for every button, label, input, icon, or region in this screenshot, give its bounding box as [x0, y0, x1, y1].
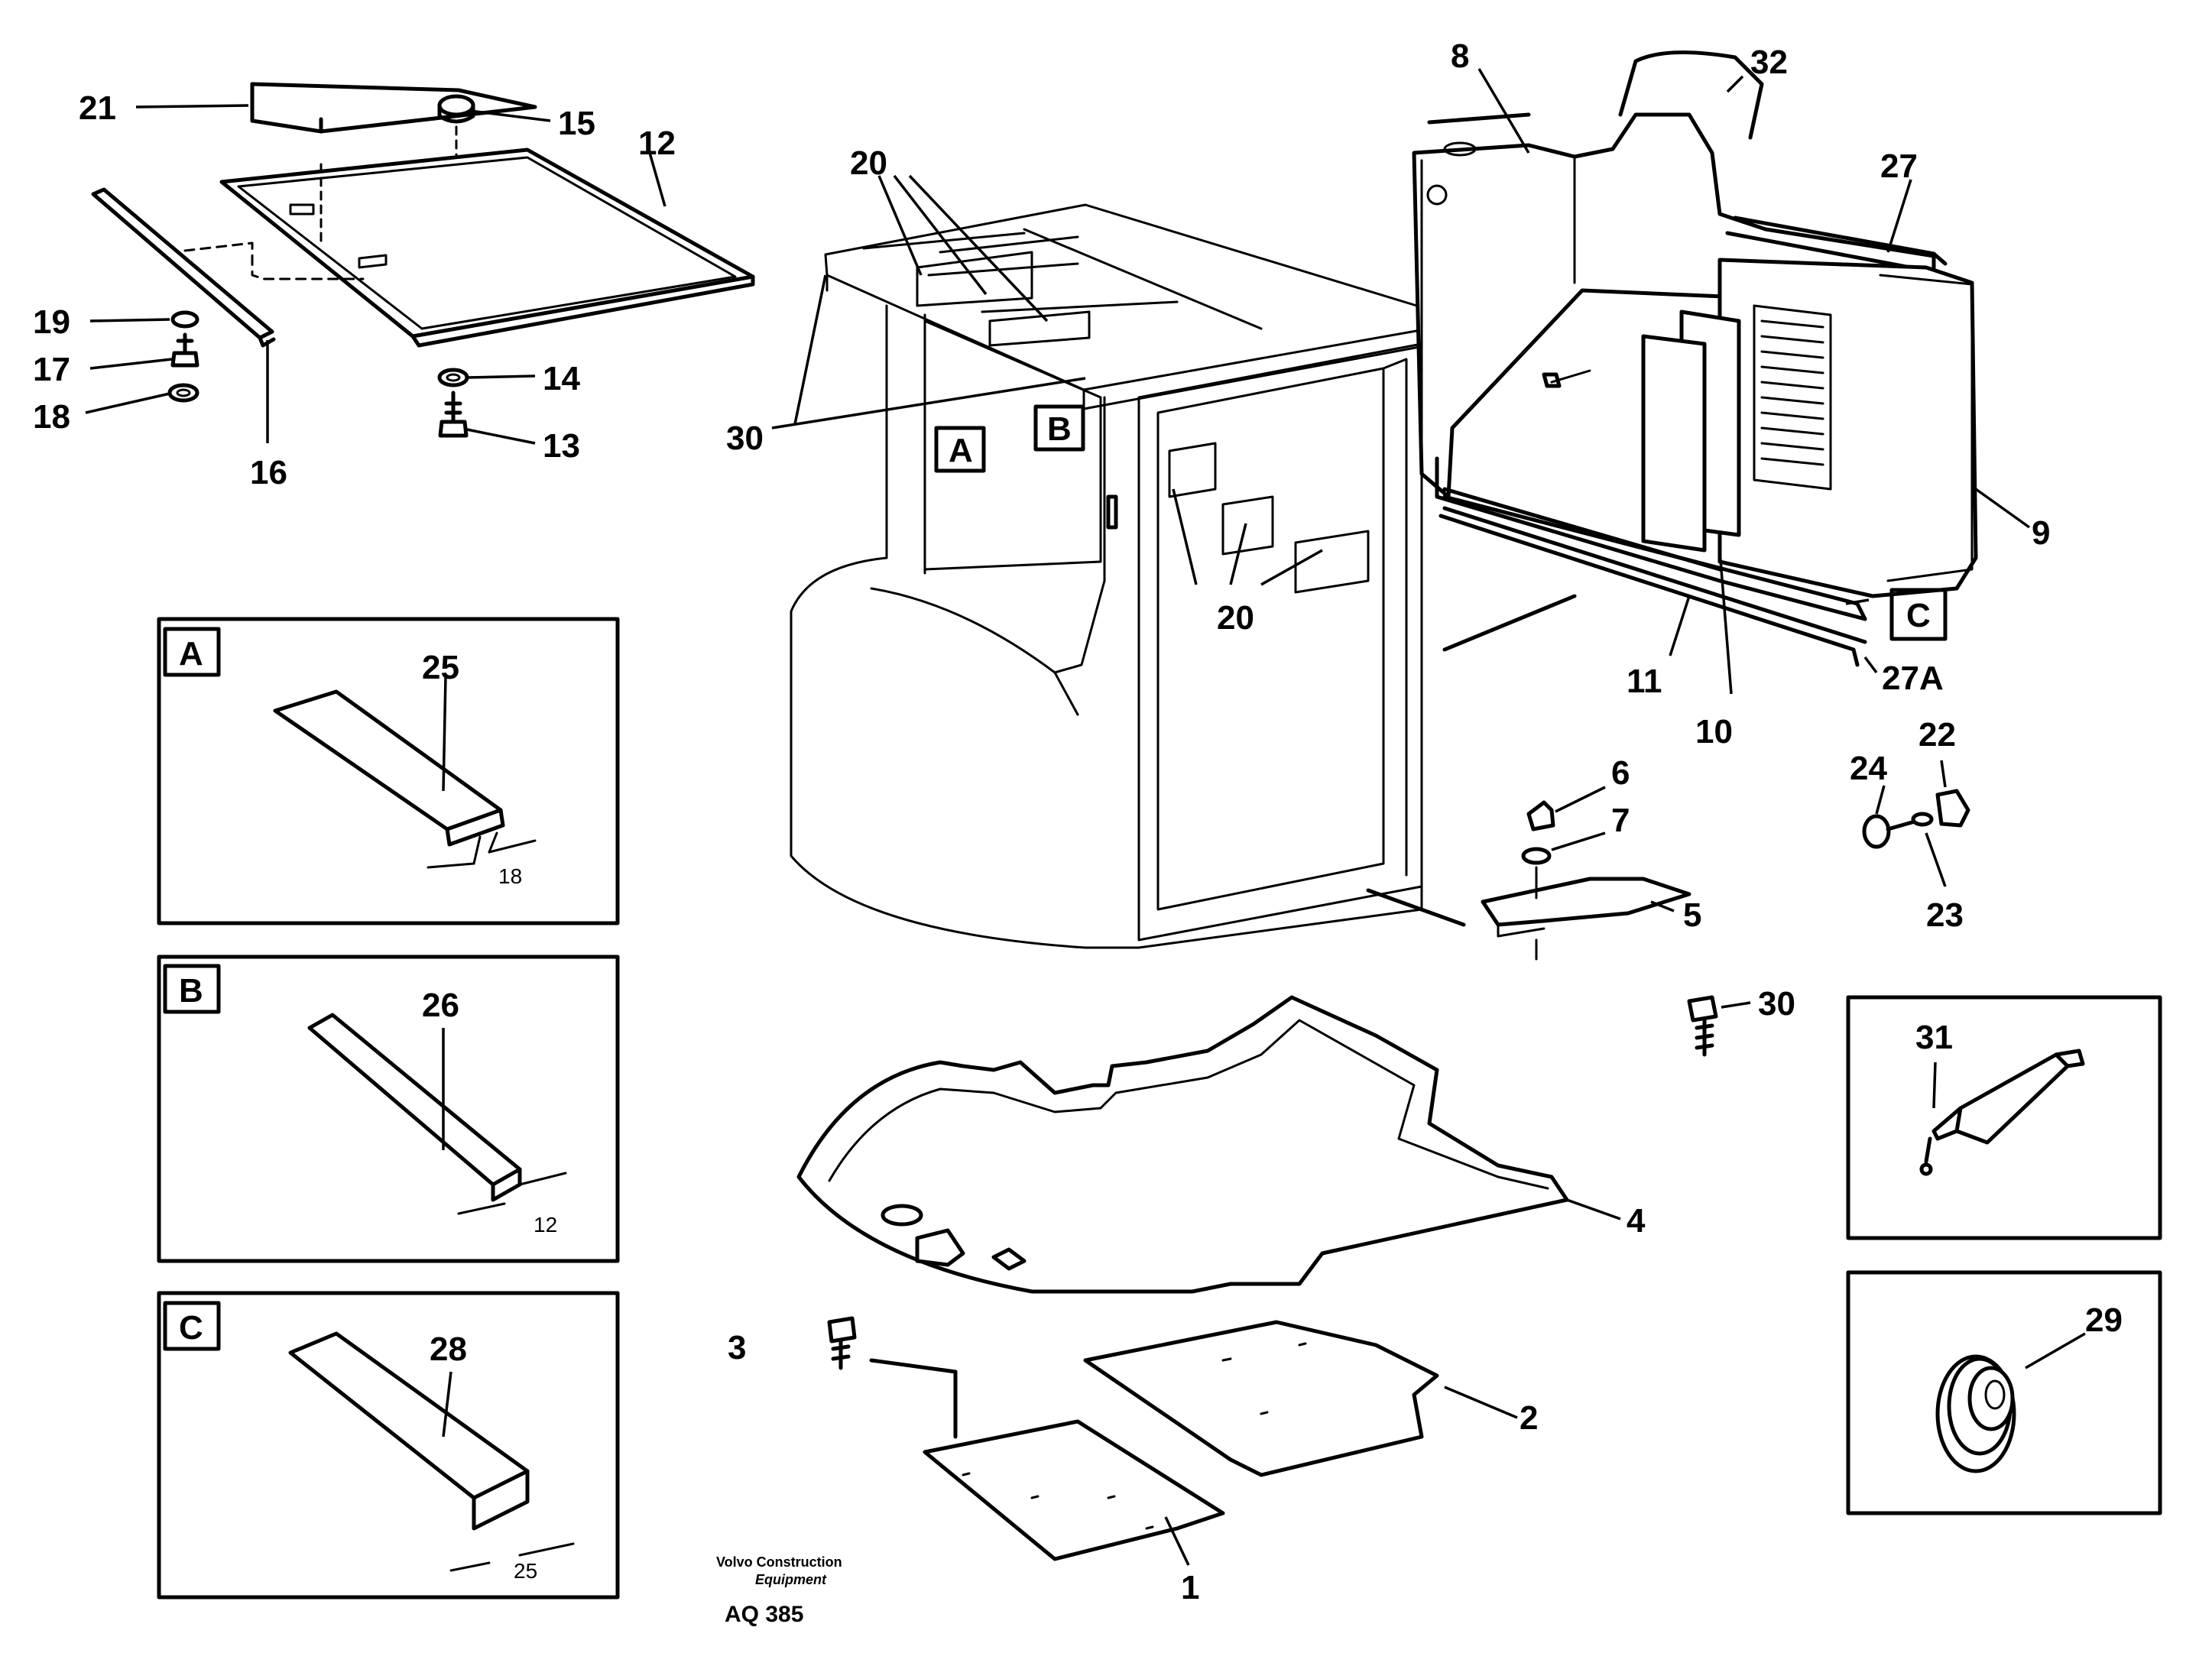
roof-panel-assembly — [91, 82, 755, 438]
detail-31-sealant — [1846, 995, 2162, 1240]
label-27: 27 — [1880, 147, 1918, 185]
label-8: 8 — [1451, 37, 1469, 75]
floor-parts — [796, 789, 1970, 1561]
company-line-2: Equipment — [755, 1572, 827, 1587]
label-32: 32 — [1750, 44, 1788, 81]
dimension-b: 12 — [534, 1213, 557, 1237]
reference-box-c — [1889, 588, 1948, 641]
label-14: 14 — [543, 360, 580, 397]
rear-panel-assembly — [1412, 50, 1978, 667]
label-20-door: 20 — [1217, 599, 1254, 637]
label-30-cab: 30 — [726, 420, 764, 457]
ref-letter-c-panel: C — [1906, 597, 1931, 634]
label-22: 22 — [1918, 716, 1956, 754]
reference-letters: A B C A B C — [179, 410, 1931, 1347]
label-18: 18 — [33, 398, 70, 436]
label-7: 7 — [1611, 802, 1630, 839]
label-5: 5 — [1683, 896, 1701, 934]
label-17: 17 — [33, 351, 70, 388]
label-20-roof: 20 — [850, 144, 887, 182]
label-3: 3 — [728, 1329, 746, 1366]
label-11: 11 — [1627, 663, 1662, 700]
label-27A: 27A — [1882, 660, 1944, 697]
detail-29-grommet — [1846, 1270, 2162, 1515]
label-25: 25 — [422, 649, 459, 686]
label-10: 10 — [1695, 713, 1733, 750]
leader-lines — [85, 68, 2086, 1566]
label-13: 13 — [543, 427, 580, 465]
label-23: 23 — [1926, 896, 1964, 934]
company-line-1: Volvo Construction — [716, 1554, 842, 1570]
footer-credit: Volvo Construction Equipment AQ 385 — [716, 1554, 842, 1627]
label-6: 6 — [1611, 754, 1630, 792]
label-16: 16 — [250, 454, 287, 491]
detail-b-letter: B — [179, 972, 203, 1010]
label-30-bolt: 30 — [1758, 985, 1795, 1023]
label-31: 31 — [1915, 1019, 1953, 1056]
label-9: 9 — [2032, 514, 2050, 552]
label-29: 29 — [2085, 1301, 2123, 1339]
label-19: 19 — [33, 303, 70, 341]
dimension-c: 25 — [514, 1559, 537, 1583]
dimension-a: 18 — [498, 864, 522, 888]
label-26: 26 — [422, 987, 459, 1024]
detail-a-letter: A — [179, 635, 203, 673]
label-4: 4 — [1627, 1202, 1646, 1240]
label-12: 12 — [638, 125, 676, 162]
reference-box-a — [934, 426, 986, 473]
label-1: 1 — [1181, 1569, 1199, 1606]
label-2: 2 — [1520, 1399, 1538, 1437]
detail-A — [157, 617, 620, 925]
label-28: 28 — [430, 1331, 467, 1368]
dimension-labels: 18 12 25 — [498, 864, 557, 1583]
detail-c-letter: C — [179, 1309, 203, 1347]
ref-letter-a-cab: A — [949, 432, 973, 469]
part-number-labels: 21 15 12 19 17 18 16 14 13 20 30 20 8 32… — [33, 37, 2123, 1606]
label-24: 24 — [1850, 750, 1887, 787]
label-15: 15 — [558, 105, 595, 142]
ref-letter-b-cab: B — [1047, 410, 1072, 448]
detail-B — [157, 955, 620, 1263]
reference-box-b — [1033, 404, 1085, 452]
label-21: 21 — [79, 89, 116, 127]
detail-C — [157, 1291, 620, 1600]
drawing-code: AQ 385 — [725, 1602, 803, 1627]
